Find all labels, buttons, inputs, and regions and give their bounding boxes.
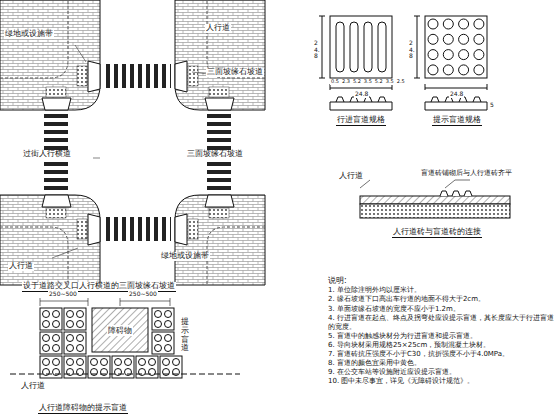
note-line: 6. 导向块材采用规格25×25cm，预制混凝土块材。 <box>328 341 554 350</box>
dimension-label: 24.8 <box>408 40 416 60</box>
dimension-label: 24.8 <box>449 91 464 98</box>
figure-caption: 人行道砖与盲道砖的连接 <box>392 228 482 238</box>
note-line: 2. 缘石坡道下口高出车行道的地面不得大于2cm。 <box>328 295 554 304</box>
part-label: 人行道 <box>205 24 231 33</box>
obstacle-plan <box>10 298 240 378</box>
dimension-label: 提示盲道 <box>180 318 190 353</box>
connection-section <box>360 180 510 218</box>
note-line: 9. 在公交车站等设施附近应设提示盲道。 <box>328 368 554 377</box>
part-label: 绿地或设施带 <box>4 30 54 39</box>
figure-caption: 行进盲道规格 <box>336 116 386 126</box>
dimension-label: 5 <box>489 102 495 109</box>
note-line: 10. 图中未尽事宜，详见《无障碍设计规范》。 <box>328 377 554 386</box>
note-line: 5. 盲道中的触感块材分为行进盲道和提示盲道。 <box>328 332 554 341</box>
notes-heading: 说明: <box>328 276 554 286</box>
part-label: 绿地或设施带 <box>160 252 210 261</box>
dimension-label: 5.2 <box>374 79 384 85</box>
note-line: 8. 盲道的颜色宜采用中黄色。 <box>328 359 554 368</box>
part-label: 人行道 <box>338 172 364 181</box>
obstacle-box: 障碍物 <box>92 308 148 352</box>
tile-details <box>319 16 487 110</box>
note-line: 3. 单面坡缘石坡道的宽度不应小于1.2m。 <box>328 305 554 314</box>
part-label: 人行道 <box>20 382 46 391</box>
part-label: 盲道砖铺砌后与人行道砖齐平 <box>420 170 513 178</box>
dimension-label: 0.5 <box>330 79 340 85</box>
part-label: 三面坡缘石坡道 <box>206 68 264 77</box>
dimension-label: 24.8 <box>313 40 321 60</box>
part-label: 人行道 <box>8 262 34 271</box>
part-label: 过街人行横道 <box>22 150 72 159</box>
note-line: 1. 单位除注明外均以厘米计。 <box>328 286 554 295</box>
note-line: 4. 行进盲道在起点、终点及拐弯处应设提示盲道，其长度应大于行进盲道的宽度。 <box>328 314 554 332</box>
dimension-label: 5.2 <box>352 79 362 85</box>
figure-caption: 提示盲道规格 <box>432 116 482 126</box>
dimension-label: 2.3 <box>341 79 351 85</box>
dimension-label: 3.5 <box>385 79 395 85</box>
dimension-label: 250~500 <box>128 291 158 298</box>
figure-caption: 人行道障碍物的提示盲道 <box>38 404 128 414</box>
dimension-label: 2.5 <box>396 79 406 85</box>
dimension-label: 250~500 <box>48 291 78 298</box>
obstacle-label: 障碍物 <box>107 325 133 336</box>
intersection-plan <box>0 0 265 285</box>
dimension-label: 24.8 <box>354 91 369 98</box>
part-label: 三面坡缘石坡道 <box>186 150 244 159</box>
dimension-label: 3.5 <box>363 79 373 85</box>
note-line: 7. 盲道砖抗压强度不小于C30，抗折强度不小于4.0MPa。 <box>328 350 554 359</box>
